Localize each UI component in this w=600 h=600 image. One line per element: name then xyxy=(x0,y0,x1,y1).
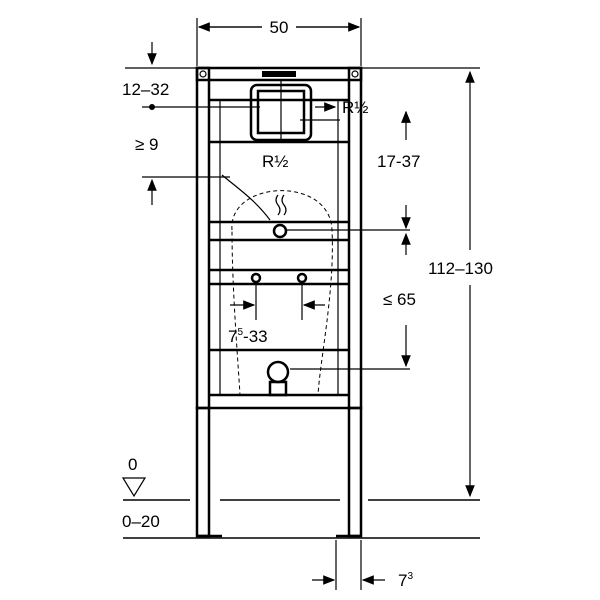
left-dimensions: 12–32 ≥ 9 R½ xyxy=(122,42,288,205)
spacing-sup: 5 xyxy=(237,327,243,338)
mount-spacing: 75-33 xyxy=(228,282,325,346)
min-height-label: ≥ 9 xyxy=(135,135,159,154)
mount-left xyxy=(250,272,262,284)
supply-hose xyxy=(221,174,271,221)
width-dimension: 50 xyxy=(196,15,362,66)
drain-connection xyxy=(266,360,290,384)
floor-zero-label: 0 xyxy=(128,455,137,474)
supply-center-label: R½ xyxy=(262,152,288,171)
valve-box xyxy=(249,80,313,142)
spacing-base: 7 xyxy=(228,327,237,346)
mount-right xyxy=(296,272,308,284)
right-dimensions: R½ 17-37 ≤ 65 112–130 xyxy=(285,67,493,498)
max-65-label: ≤ 65 xyxy=(383,290,416,309)
svg-text:75-33: 75-33 xyxy=(228,327,268,346)
supply-connection xyxy=(272,223,288,239)
width-label: 50 xyxy=(270,18,289,37)
floor: 0 0–20 xyxy=(121,455,480,539)
svg-text:73: 73 xyxy=(398,571,413,590)
leg-base: 7 xyxy=(398,571,407,590)
urinal-outline xyxy=(231,190,333,396)
spacing-rest: -33 xyxy=(243,327,268,346)
range-17-37-label: 17-37 xyxy=(377,152,420,171)
top-offset-label: 12–32 xyxy=(122,80,169,99)
supply-right-label: R½ xyxy=(342,98,368,117)
water-flow-icon xyxy=(275,194,287,216)
total-height-label: 112–130 xyxy=(428,259,493,278)
floor-range-label: 0–20 xyxy=(122,512,160,531)
leg-dimension: 73 xyxy=(312,540,413,590)
frame xyxy=(195,66,363,538)
leg-sup: 3 xyxy=(407,571,413,582)
